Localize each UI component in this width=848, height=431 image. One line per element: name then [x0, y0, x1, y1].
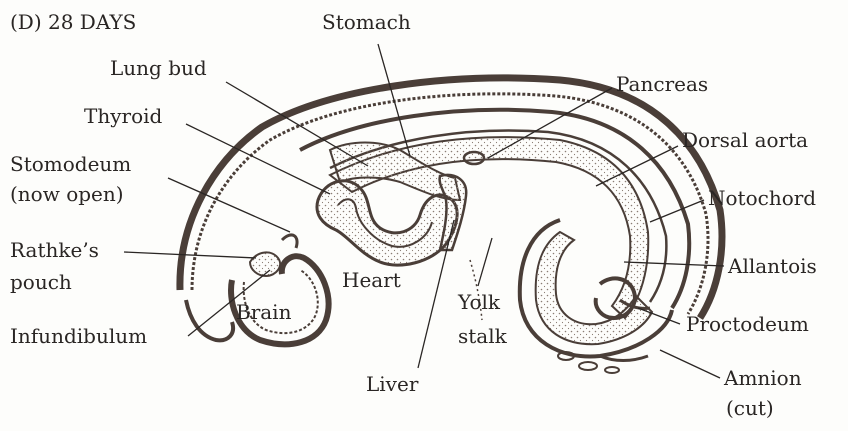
leader-yolk-stalk	[478, 238, 492, 286]
label-allantois: Allantois	[728, 254, 817, 278]
label-yolk: Yolk	[458, 290, 500, 314]
label-dorsal-aorta: Dorsal aorta	[682, 128, 808, 152]
rathkes-pouch-shape	[250, 252, 280, 276]
label-pouch: pouch	[10, 270, 72, 294]
label-stalk: stalk	[458, 324, 507, 348]
label-thyroid: Thyroid	[84, 104, 162, 128]
label-liver: Liver	[366, 372, 418, 396]
panel-title: (D) 28 DAYS	[10, 10, 136, 34]
label-lung-bud: Lung bud	[110, 56, 207, 80]
label-amnion: Amnion	[724, 366, 802, 390]
leader-amnion	[660, 350, 720, 378]
leader-rathkes	[124, 252, 256, 258]
label-heart: Heart	[342, 268, 401, 292]
label-infundibulum: Infundibulum	[10, 324, 147, 348]
amnion-cell-3	[605, 367, 619, 373]
label-proctodeum: Proctodeum	[686, 312, 809, 336]
label-pancreas: Pancreas	[616, 72, 708, 96]
label-stomodeum: Stomodeum	[10, 152, 131, 176]
label-stomodeum-note: (now open)	[10, 182, 124, 206]
label-amnion-note: (cut)	[726, 396, 774, 420]
label-rathkes: Rathke’s	[10, 238, 99, 262]
amnion-cell-2	[579, 362, 597, 370]
label-notochord: Notochord	[708, 186, 816, 210]
pharynx-edge	[282, 235, 297, 248]
label-brain: Brain	[236, 300, 291, 324]
label-stomach: Stomach	[322, 10, 411, 34]
